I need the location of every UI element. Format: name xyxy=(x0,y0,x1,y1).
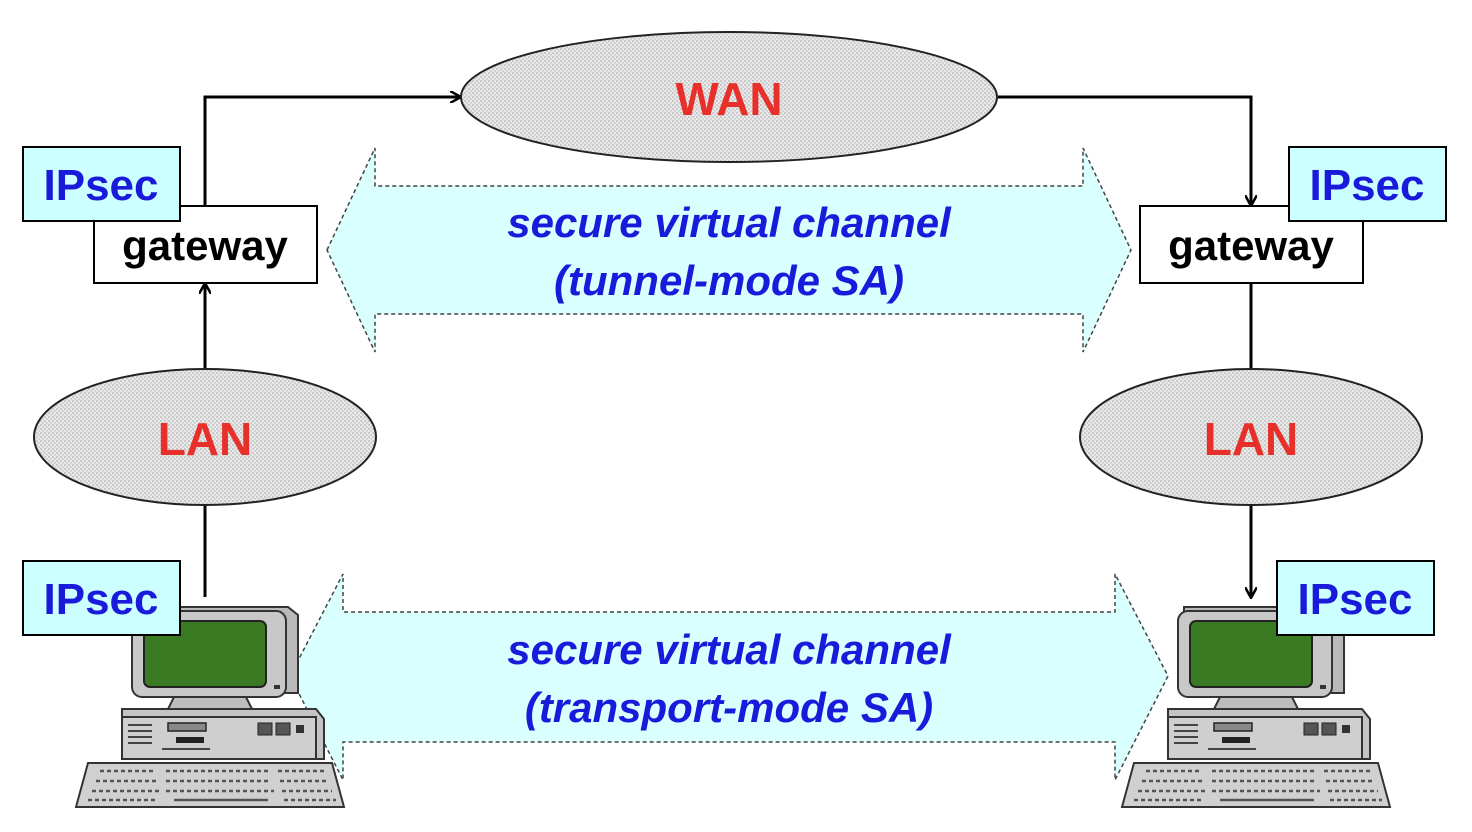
ipsec-badge-host-right xyxy=(1276,560,1435,636)
tunnel-channel-line2: (tunnel-mode SA) xyxy=(554,257,904,304)
ipsec-badge-gateway-right xyxy=(1288,146,1447,222)
wan-cloud xyxy=(460,31,998,163)
desktop-computer-icon xyxy=(1120,605,1392,809)
ipsec-badge-host-left xyxy=(22,560,181,636)
transport-channel-line2: (transport-mode SA) xyxy=(525,684,933,731)
gateway-right-label: gateway xyxy=(1168,222,1334,269)
tunnel-channel-line1: secure virtual channel xyxy=(507,199,952,246)
tunnel-channel-arrow xyxy=(326,147,1132,353)
transport-channel-line1: secure virtual channel xyxy=(507,626,952,673)
gateway-left-label: gateway xyxy=(122,222,288,269)
link-wan-to-right-gateway xyxy=(998,95,1251,205)
desktop-computer-icon xyxy=(74,605,346,809)
link-left-gateway-to-wan xyxy=(203,97,460,206)
lan-left-cloud xyxy=(33,368,377,506)
wan-label: WAN xyxy=(675,73,782,125)
lan-right-cloud xyxy=(1079,368,1423,506)
lan-left-label: LAN xyxy=(158,413,253,465)
ipsec-label-host-right: IPsec xyxy=(1298,575,1413,624)
ipsec-label-gateway-right: IPsec xyxy=(1310,161,1425,210)
ipsec-badge-gateway-left xyxy=(22,146,181,222)
transport-channel-arrow xyxy=(289,573,1169,781)
lan-right-label: LAN xyxy=(1204,413,1299,465)
ipsec-label-host-left: IPsec xyxy=(44,575,159,624)
ipsec-label-gateway-left: IPsec xyxy=(44,161,159,210)
